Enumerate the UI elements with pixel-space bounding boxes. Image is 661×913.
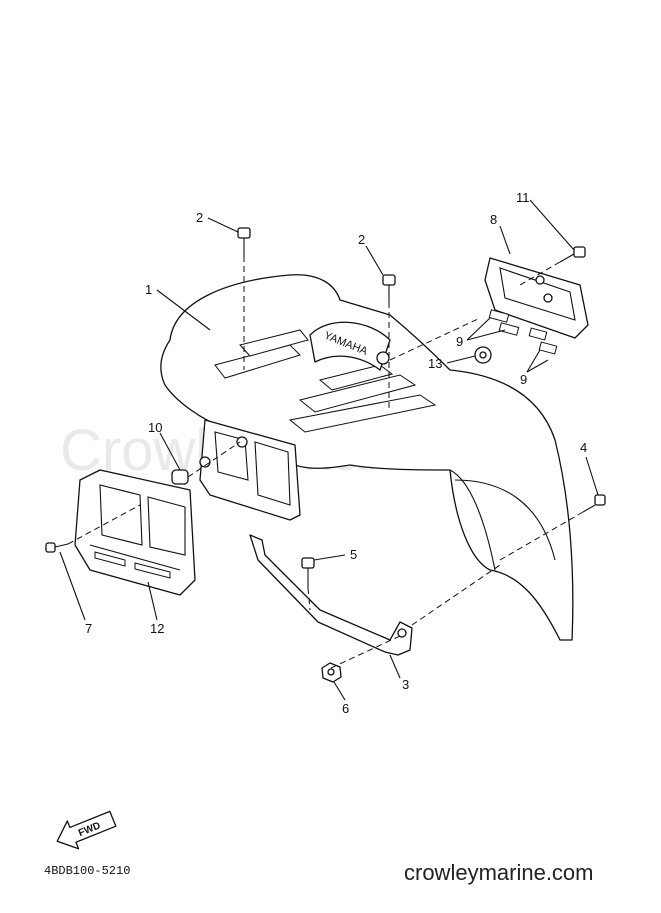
callout-2b: 2 (358, 232, 365, 247)
pad-right-lower (538, 341, 558, 355)
pad-left-lower (498, 322, 520, 336)
nut-6 (321, 662, 342, 683)
mounting-bracket (249, 534, 413, 656)
pad-right-upper (528, 327, 548, 341)
bolt-2-right (382, 274, 396, 302)
fwd-arrow-icon: FWD (56, 810, 117, 850)
callout-8: 8 (490, 212, 497, 227)
headlight-housing (199, 419, 301, 521)
callout-6: 6 (342, 701, 349, 716)
screw-7 (45, 542, 69, 553)
site-name: crowleymarine.com (404, 860, 594, 885)
tail-light-assembly (484, 257, 589, 339)
callout-3: 3 (402, 677, 409, 692)
callout-4: 4 (580, 440, 587, 455)
callout-2a: 2 (196, 210, 203, 225)
headlight-bezel (74, 469, 196, 596)
callout-9a: 9 (456, 334, 463, 349)
bolt-2-left (237, 227, 251, 256)
callout-13: 13 (428, 356, 442, 371)
callout-9b: 9 (520, 372, 527, 387)
callout-7: 7 (85, 621, 92, 636)
callout-12: 12 (150, 621, 164, 636)
callout-1: 1 (145, 282, 152, 297)
screw-11 (559, 246, 586, 263)
pad-left-upper (488, 309, 510, 323)
bolt-5 (301, 557, 315, 588)
callout-10: 10 (148, 420, 162, 435)
callout-11: 11 (516, 190, 530, 205)
callout-5: 5 (350, 547, 357, 562)
diagram-code: 4BDB100-5210 (44, 864, 130, 878)
front-fender-body: YAMAHA (160, 274, 574, 641)
bolt-4 (582, 494, 606, 513)
spacer (171, 469, 189, 485)
